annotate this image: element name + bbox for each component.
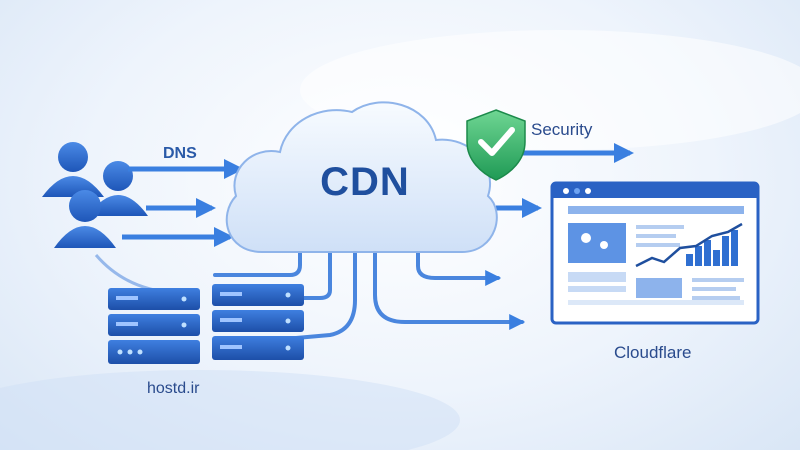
user-icon [88,161,148,216]
server-icon [212,310,304,332]
user-icon [42,142,104,197]
cdn-label: CDN [320,160,410,204]
security-label: Security [531,120,593,139]
image-placeholder-icon [568,223,626,263]
server-icon [108,314,200,336]
dashboard-browser-icon [550,181,760,325]
bar-chart-icon [686,230,738,266]
line-chart-icon [635,222,743,268]
cdn-cloud-icon [225,101,498,253]
server-icon [212,336,304,360]
dns-label: DNS [163,145,197,162]
security-shield-icon [466,109,526,181]
check-icon [478,127,515,156]
server-icon [108,288,200,310]
connector-line [94,254,177,295]
brand-watermark: hostd.ir [147,380,200,397]
server-icon [108,340,200,364]
user-icon [54,190,116,248]
dns-arrows [122,159,244,247]
server-stack-icon [108,284,304,364]
users-group-icon [42,142,148,248]
cloud-connectors [213,248,526,340]
server-icon [212,284,304,306]
cloudflare-label: Cloudflare [614,343,692,362]
